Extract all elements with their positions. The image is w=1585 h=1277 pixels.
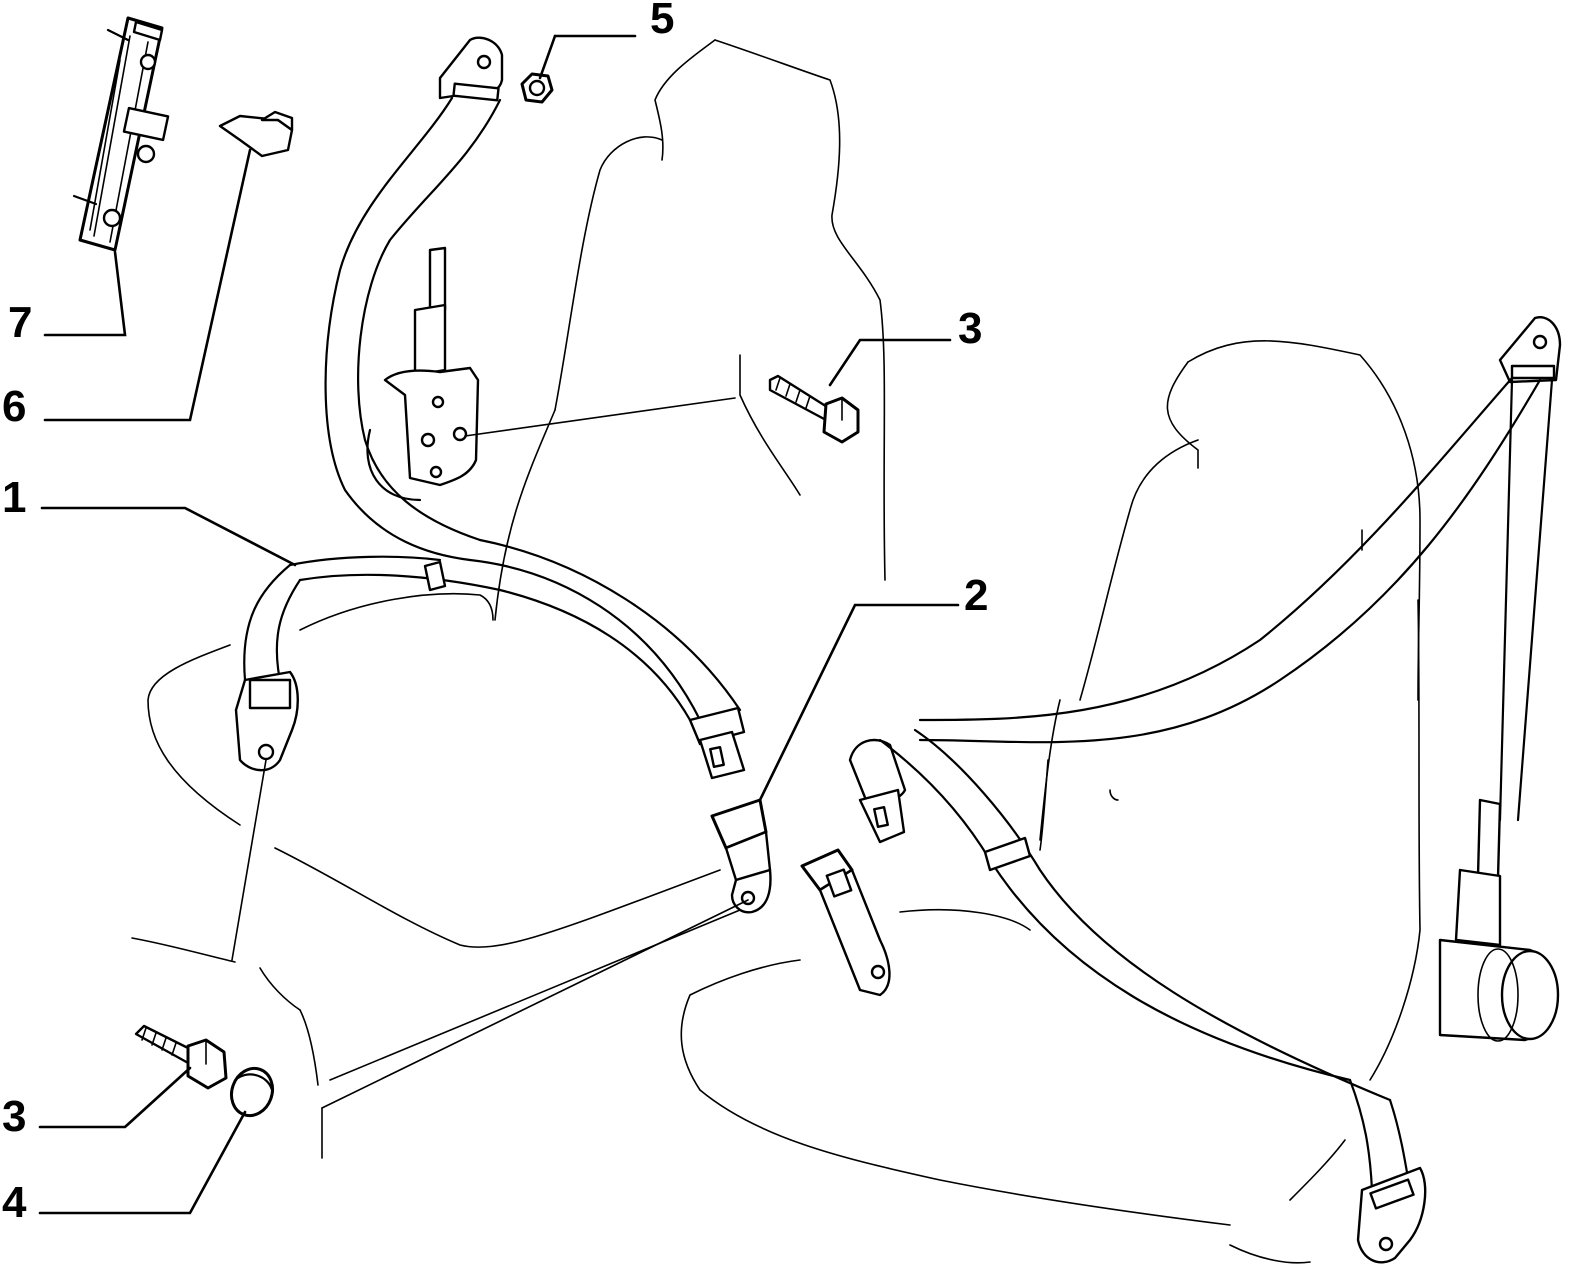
- height-adjuster-part: [72, 16, 170, 252]
- callout-2: 2: [964, 571, 988, 620]
- callout-3-lower: 3: [2, 1092, 26, 1141]
- left-seat-outline: [131, 39, 886, 1159]
- right-belt-assembly: [800, 316, 1562, 1264]
- callout-1: 1: [2, 473, 26, 522]
- left-belt-assembly: [234, 36, 746, 780]
- buckle-part: [710, 798, 772, 914]
- bolt-upper-part: [768, 374, 860, 444]
- clip-part: [218, 110, 294, 158]
- callout-5: 5: [650, 0, 674, 43]
- leader-lines: [38, 34, 960, 1215]
- callout-labels: 7 6 5 3 1 2 3 4: [2, 0, 988, 1227]
- callout-4: 4: [2, 1178, 27, 1227]
- callout-7: 7: [8, 298, 32, 347]
- cap-part: [229, 1066, 275, 1118]
- callout-6: 6: [2, 382, 26, 431]
- nut-part: [520, 72, 554, 104]
- right-seat-outline: [680, 340, 1421, 1264]
- bolt-lower-part: [134, 1024, 228, 1090]
- callout-3-upper: 3: [958, 304, 982, 353]
